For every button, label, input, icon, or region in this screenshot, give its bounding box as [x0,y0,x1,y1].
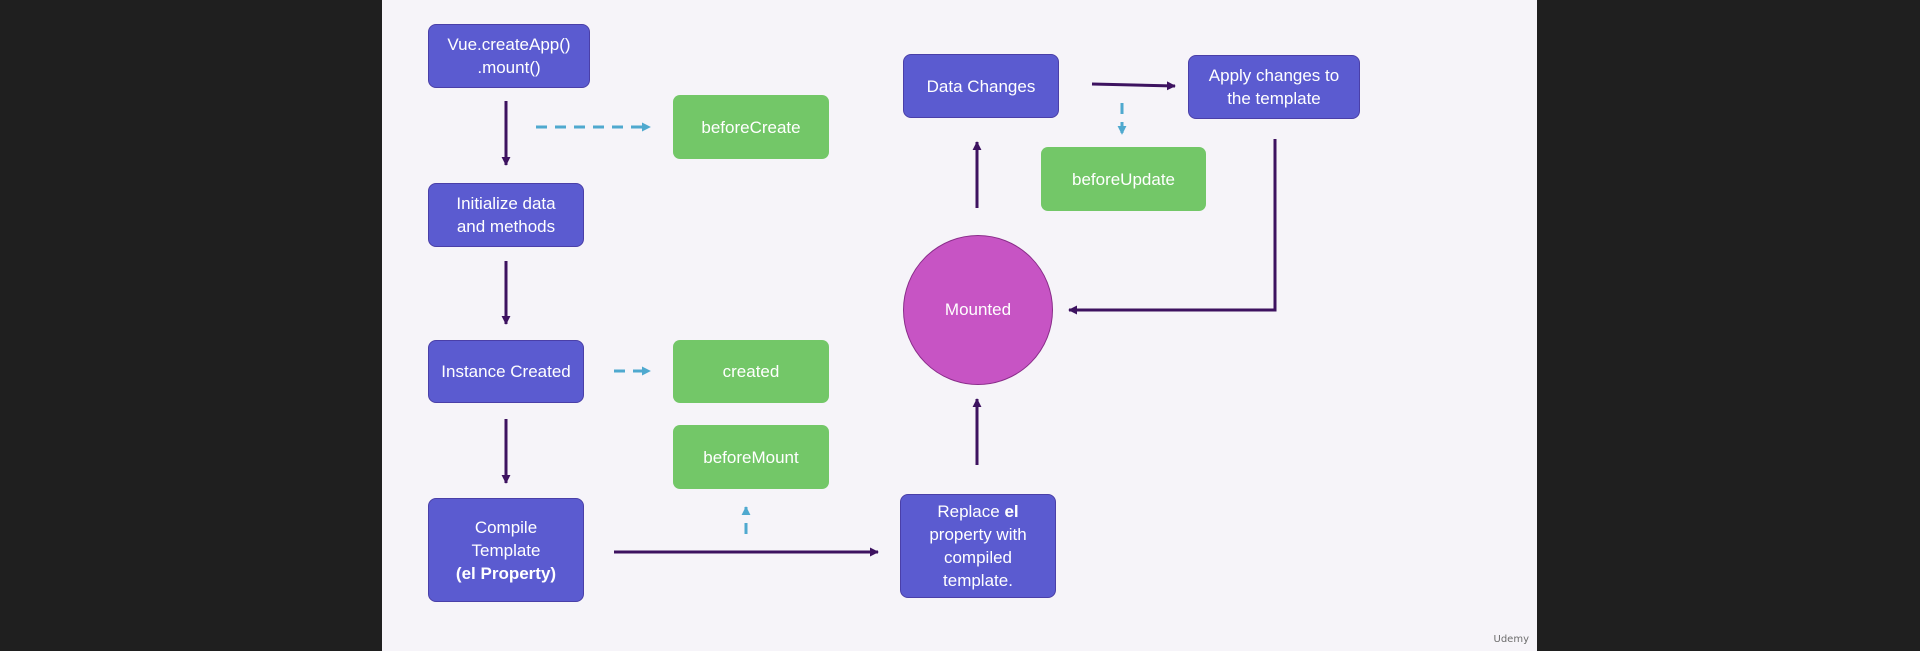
hook-before-mount: beforeMount [673,425,829,489]
node-data-changes-label: Data Changes [926,76,1036,96]
hook-before-create: beforeCreate [673,95,829,159]
node-compile-template-line3: (el Property) [455,563,557,583]
node-apply-changes: Apply changes to the template [1188,55,1360,119]
hook-before-mount-label: beforeMount [703,447,799,467]
node-mounted-label: Mounted [944,300,1012,319]
node-replace-el-line1: Replace el [929,500,1026,523]
udemy-watermark: Udemy [1493,634,1529,645]
node-instance-created: Instance Created [428,340,584,403]
node-replace-el-line3: compiled [943,548,1013,567]
hook-created-label: created [722,362,780,381]
node-init-data-line1: Initialize data [456,194,556,213]
arrow-datachanges-to-apply [1091,81,1176,91]
node-compile-template-line2: Template [471,540,541,560]
node-apply-changes-line1: Apply changes to [1208,66,1340,85]
node-replace-el-bold: el [1004,502,1019,521]
node-instance-created-label: Instance Created [441,362,571,381]
node-data-changes: Data Changes [903,54,1059,118]
slide-canvas: Vue.createApp() .mount() Initialize data… [382,0,1537,651]
node-replace-el-line2: property with [929,525,1027,544]
hook-before-create-label: beforeCreate [701,117,801,137]
node-create-app-line1: Vue.createApp() [447,35,571,54]
node-replace-el: Replace el property with compiled templa… [900,494,1056,598]
node-create-app: Vue.createApp() .mount() [428,24,590,88]
arrow-apply-to-mounted [1068,139,1277,315]
node-create-app-line2: .mount() [477,58,541,77]
node-init-data: Initialize data and methods [428,183,584,247]
node-compile-template: Compile Template (el Property) [428,498,584,602]
arrow-layer [501,81,1277,557]
hook-before-update: beforeUpdate [1041,147,1206,211]
hook-created: created [673,340,829,403]
node-apply-changes-line2: the template [1227,89,1321,108]
hook-before-update-label: beforeUpdate [1071,169,1176,189]
node-compile-template-line1: Compile [474,517,538,537]
node-init-data-line2: and methods [456,217,556,236]
node-replace-el-line4: template. [943,571,1013,590]
node-replace-el-pre: Replace [937,502,1005,521]
node-mounted: Mounted [903,235,1053,385]
